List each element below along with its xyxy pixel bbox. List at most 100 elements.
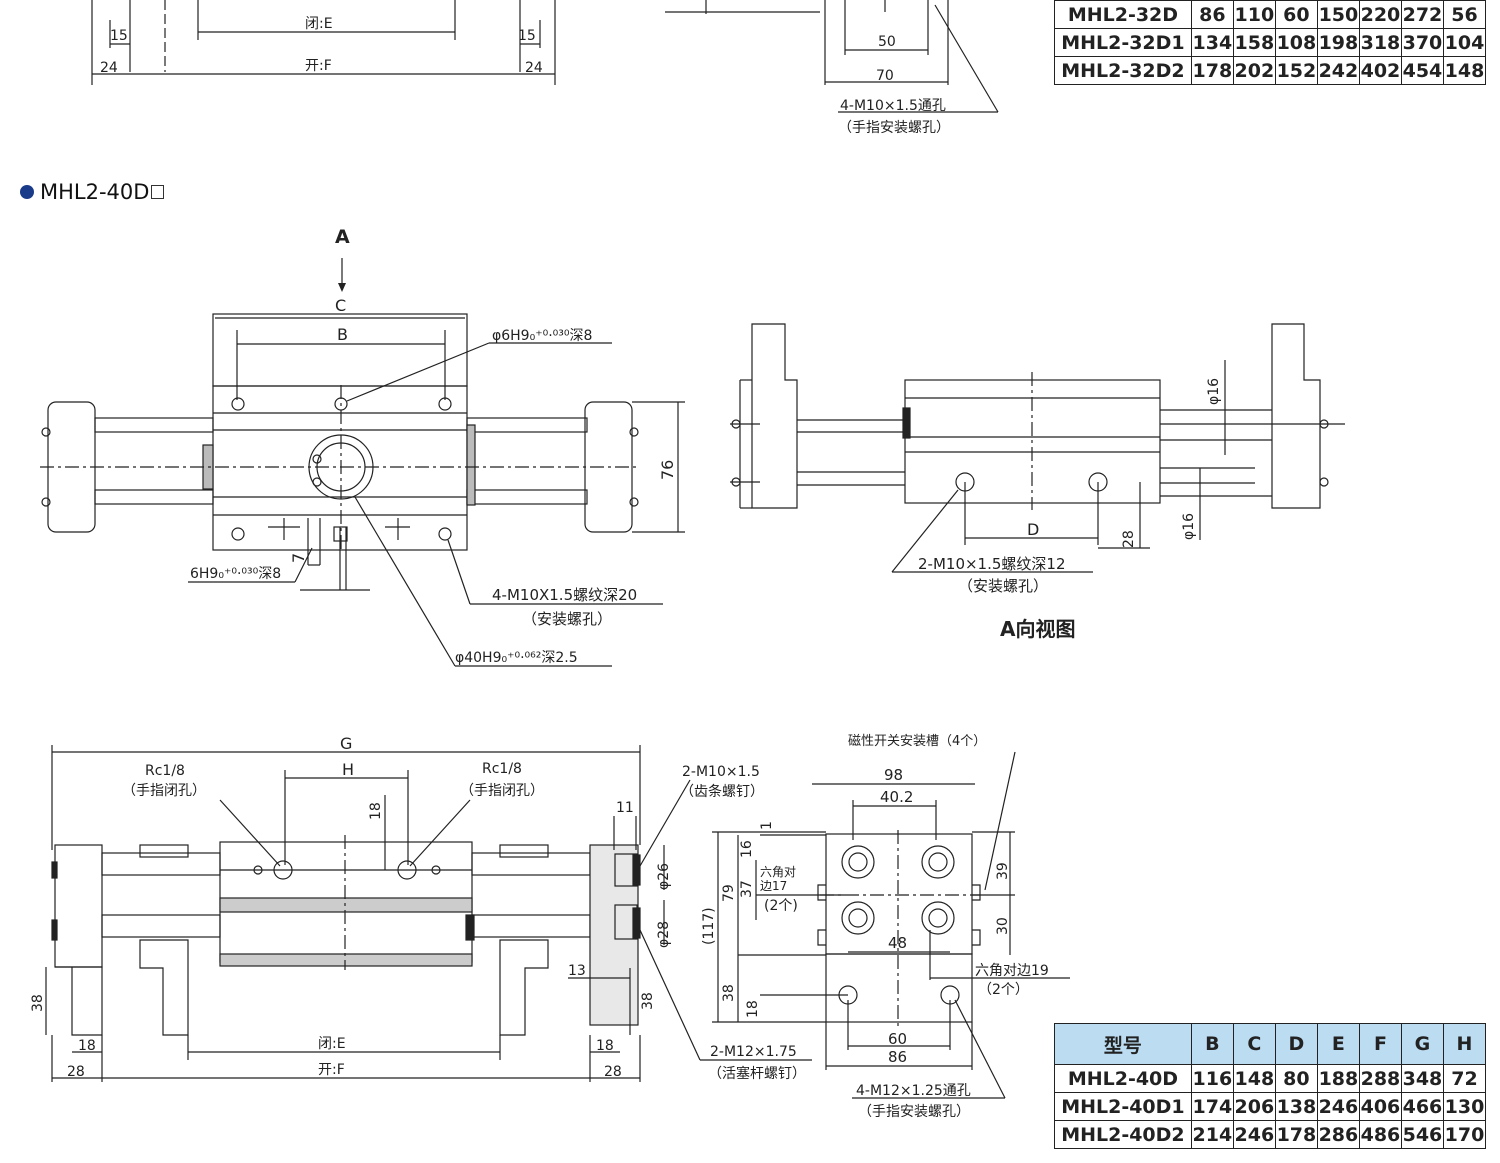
value-cell: 406 (1358, 1092, 1402, 1121)
dim-11: 11 (616, 800, 634, 816)
value-cell: 148 (1232, 1064, 1276, 1093)
bottom-open-label: 开:F (318, 1062, 345, 1078)
slot-note: 磁性开关安装槽（4个） (848, 734, 986, 749)
square-placeholder-icon (151, 185, 165, 199)
top-dim-24b: 24 (525, 60, 543, 76)
piston-screw-sub: （活塞杆螺钉） (708, 1065, 806, 1082)
hex17-line2: 边17 (760, 879, 787, 893)
value-cell: 86 (1190, 0, 1234, 29)
value-cell: 56 (1442, 0, 1487, 29)
rc-right: Rc1/8 (482, 761, 522, 777)
column-header: E (1316, 1023, 1360, 1065)
dim-40-2: 40.2 (880, 788, 913, 806)
view-arrow-label-a: A (335, 226, 350, 248)
front-view: A C B (40, 226, 685, 667)
rc-left: Rc1/8 (145, 763, 185, 779)
side-hole-note: 4-M12×1.25通孔 (856, 1083, 971, 1099)
model-cell: MHL2-40D2 (1054, 1120, 1192, 1149)
dim-30: 30 (995, 917, 1011, 935)
dim-60: 60 (888, 1030, 907, 1048)
column-header: G (1400, 1023, 1444, 1065)
dim-86: 86 (888, 1048, 907, 1066)
column-header: B (1190, 1023, 1234, 1065)
side-hole-note-sub: （手指安装螺孔） (858, 1104, 970, 1120)
value-cell: 546 (1400, 1120, 1444, 1149)
phi28: φ28 (656, 921, 672, 948)
dim-117: (117) (701, 907, 717, 945)
value-cell: 220 (1358, 0, 1402, 29)
model-cell: MHL2-32D1 (1054, 28, 1192, 57)
value-cell: 214 (1190, 1120, 1234, 1149)
value-cell: 318 (1358, 28, 1402, 57)
dim-98: 98 (884, 766, 903, 784)
rc-right-sub: （手指闭孔） (460, 783, 544, 799)
dim-18-left: 18 (78, 1038, 96, 1054)
value-cell: 178 (1190, 56, 1234, 85)
value-cell: 134 (1190, 28, 1234, 57)
a-view-title: A向视图 (1000, 617, 1075, 641)
rc-left-sub: （手指闭孔） (122, 783, 206, 799)
value-cell: 242 (1316, 56, 1360, 85)
value-cell: 158 (1232, 28, 1276, 57)
top-dim-70: 70 (876, 68, 894, 84)
dim-1: 1 (759, 821, 775, 830)
value-cell: 60 (1274, 0, 1318, 29)
model-cell: MHL2-40D1 (1054, 1092, 1192, 1121)
dim-28-left: 28 (67, 1064, 85, 1080)
top-dim-15a: 15 (110, 28, 128, 44)
boss-note: φ40H9₀⁺⁰·⁰⁶²深2.5 (455, 650, 578, 666)
value-cell: 110 (1232, 0, 1276, 29)
piston-screw: 2-M12×1.75 (710, 1044, 797, 1060)
model-cell: MHL2-32D2 (1054, 56, 1192, 85)
value-cell: 138 (1274, 1092, 1318, 1121)
value-cell: 174 (1190, 1092, 1234, 1121)
dim-39: 39 (995, 862, 1011, 880)
hex17-line3: (2个) (764, 898, 798, 914)
side-view: 磁性开关安装槽（4个） 98 40.2 (117) 79 37 16 1 (701, 734, 1070, 1120)
dim-28-right: 28 (604, 1064, 622, 1080)
mount-note-sub: （安装螺孔） (522, 610, 612, 628)
value-cell: 152 (1274, 56, 1318, 85)
dim-37: 37 (739, 880, 755, 898)
dim-7: 7 (289, 553, 308, 563)
top-dim-24a: 24 (100, 60, 118, 76)
phi16-top: φ16 (1206, 378, 1222, 405)
value-cell: 108 (1274, 28, 1318, 57)
pin-hole-note: φ6H9₀⁺⁰·⁰³⁰深8 (492, 328, 592, 344)
hex19-note-sub: （2个） (978, 982, 1029, 998)
column-header: D (1274, 1023, 1318, 1065)
value-cell: 72 (1442, 1064, 1487, 1093)
dim-g-label: G (340, 734, 352, 753)
column-header: C (1232, 1023, 1276, 1065)
value-cell: 104 (1442, 28, 1487, 57)
rack-screw: 2-M10×1.5 (682, 764, 760, 780)
section-title: MHL2-40D (20, 180, 165, 204)
value-cell: 402 (1358, 56, 1402, 85)
dim-28-a: 28 (1121, 530, 1137, 548)
value-cell: 272 (1400, 0, 1444, 29)
dim-38-right: 38 (640, 992, 656, 1010)
dim-48: 48 (888, 934, 907, 952)
value-cell: 286 (1316, 1120, 1360, 1149)
value-cell: 116 (1190, 1064, 1234, 1093)
value-cell: 170 (1442, 1120, 1487, 1149)
column-header: 型号 (1054, 1023, 1192, 1065)
dim-18-right: 18 (596, 1038, 614, 1054)
top-close-label: 闭:E (305, 16, 333, 32)
dim-h-label: H (342, 760, 354, 779)
value-cell: 178 (1274, 1120, 1318, 1149)
value-cell: 148 (1442, 56, 1487, 85)
value-cell: 150 (1316, 0, 1360, 29)
dim-16-side: 16 (739, 840, 755, 858)
value-cell: 486 (1358, 1120, 1402, 1149)
bottom-view: G H 18 (30, 734, 812, 1082)
bottom-close-label: 闭:E (318, 1036, 346, 1052)
